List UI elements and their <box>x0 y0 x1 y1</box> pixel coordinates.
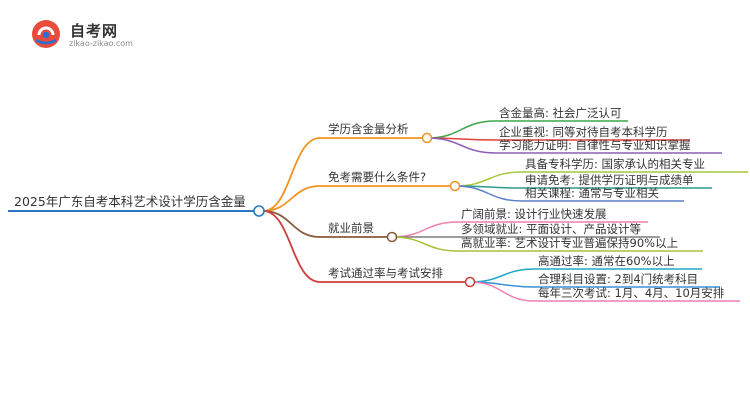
leaf-topic[interactable]: 合理科目设置: 2到4门统考科目 <box>538 272 698 286</box>
branch-topic[interactable]: 考试通过率与考试安排 <box>328 266 443 280</box>
leaf-connector <box>469 268 536 283</box>
leaf-connector <box>454 185 523 202</box>
leaf-topic[interactable]: 高就业率: 艺术设计专业普遍保持90%以上 <box>461 236 678 250</box>
leaf-connector <box>454 171 523 187</box>
branch-collapse-toggle[interactable] <box>464 276 476 288</box>
leaf-connector <box>391 221 459 238</box>
root-collapse-toggle[interactable] <box>253 205 265 217</box>
leaf-topic[interactable]: 含金量高: 社会广泛认可 <box>499 106 622 120</box>
leaf-topic[interactable]: 学习能力证明: 自律性与专业知识掌握 <box>499 138 691 152</box>
branch-collapse-toggle[interactable] <box>386 231 398 243</box>
leaf-connector <box>391 236 459 252</box>
leaf-connector <box>469 281 536 302</box>
branch-connector <box>262 210 321 283</box>
branch-collapse-toggle[interactable] <box>449 180 461 192</box>
branch-connector <box>262 185 321 212</box>
branch-topic[interactable]: 免考需要什么条件? <box>328 170 426 184</box>
leaf-connector <box>426 120 497 139</box>
leaf-topic[interactable]: 企业重视: 同等对待自考本科学历 <box>499 125 668 139</box>
leaf-topic[interactable]: 申请免考: 提供学历证明与成绩单 <box>525 173 694 187</box>
branch-connector <box>262 210 321 238</box>
leaf-topic[interactable]: 每年三次考试: 1月、4月、10月安排 <box>538 286 725 300</box>
logo-icon <box>32 20 60 48</box>
leaf-topic[interactable]: 相关课程: 通常与专业相关 <box>525 186 660 200</box>
branch-topic[interactable]: 就业前景 <box>328 221 374 235</box>
branch-topic[interactable]: 学历含金量分析 <box>328 122 409 136</box>
logo-subtitle: zikao-zikao.com <box>69 39 133 48</box>
leaf-topic[interactable]: 高通过率: 通常在60%以上 <box>538 254 675 268</box>
site-logo[interactable]: 自考网 zikao-zikao.com <box>30 18 160 54</box>
leaf-connector <box>426 137 497 154</box>
branch-connector <box>262 137 321 212</box>
leaf-topic[interactable]: 具备专科学历: 国家承认的相关专业 <box>525 157 705 171</box>
leaf-topic[interactable]: 多领域就业: 平面设计、产品设计等 <box>461 222 641 236</box>
branch-collapse-toggle[interactable] <box>421 132 433 144</box>
root-topic[interactable]: 2025年广东自考本科艺术设计学历含金量 <box>14 194 246 209</box>
leaf-topic[interactable]: 广阔前景: 设计行业快速发展 <box>461 207 607 221</box>
logo-title: 自考网 <box>70 22 119 40</box>
